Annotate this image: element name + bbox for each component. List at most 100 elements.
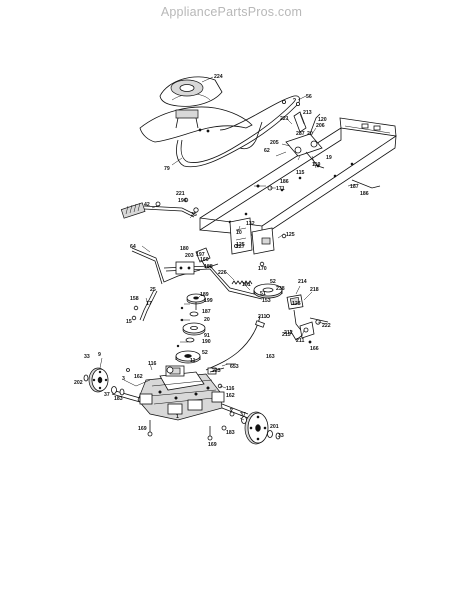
part-label-212: 212: [284, 330, 293, 336]
part-label-132: 132: [246, 221, 255, 227]
part-label-33b: 33: [278, 433, 284, 439]
part-label-653: 653: [230, 364, 239, 370]
part-label-223: 223: [212, 368, 221, 374]
part-label-37b: 37: [240, 412, 246, 418]
part-label-20b: 20: [204, 317, 210, 323]
part-label-189: 189: [200, 292, 209, 298]
part-label-224: 224: [214, 74, 223, 80]
spring: [231, 280, 253, 285]
watermark: AppliancePartsPros.com: [160, 5, 303, 19]
part-label-211: 211: [258, 314, 266, 320]
part-label-52b: 52: [202, 350, 208, 356]
part-label-227: 227: [236, 244, 245, 250]
part-label-188: 188: [204, 264, 213, 270]
part-label-158: 158: [130, 296, 139, 302]
part-label-161: 161: [242, 282, 251, 288]
part-label-17: 17: [146, 301, 152, 307]
part-label-211b: 211: [296, 338, 304, 344]
part-label-186b: 186: [360, 191, 369, 197]
part-label-199: 199: [204, 298, 213, 304]
brake-pedal-group: [254, 111, 325, 188]
part-label-116b: 116: [226, 386, 234, 392]
part-label-35: 35: [191, 212, 197, 218]
part-label-187b: 187: [202, 309, 211, 315]
part-label-33: 33: [84, 354, 90, 360]
part-label-37: 37: [104, 392, 110, 398]
part-label-19: 19: [326, 155, 332, 161]
part-label-197: 197: [196, 252, 205, 258]
part-label-183: 183: [114, 396, 123, 402]
part-label-213: 213: [303, 110, 312, 116]
part-label-42: 42: [144, 202, 150, 208]
left-wheel-hub: [83, 367, 125, 396]
part-label-51: 51: [260, 291, 266, 297]
part-label-186: 186: [280, 179, 289, 185]
part-label-1: 1: [176, 414, 179, 420]
part-label-201: 201: [270, 424, 279, 430]
part-label-125: 125: [236, 242, 245, 248]
part-label-163: 163: [266, 354, 275, 360]
part-label-202: 202: [74, 380, 83, 386]
part-label-56: 56: [306, 94, 312, 100]
part-label-62: 62: [264, 148, 270, 154]
part-label-169b: 169: [208, 442, 217, 448]
part-label-180: 180: [180, 246, 189, 252]
part-label-221b: 221: [176, 191, 185, 197]
part-label-9: 9: [98, 352, 101, 358]
part-label-3: 3: [122, 376, 125, 382]
part-label-169: 169: [138, 426, 147, 432]
left-link: [131, 289, 158, 322]
shift-rod: [131, 247, 263, 300]
part-label-125c: 125: [292, 301, 301, 307]
part-label-166: 166: [310, 346, 319, 352]
part-label-116: 116: [148, 361, 156, 367]
part-label-194: 194: [178, 198, 187, 204]
part-label-64: 64: [130, 244, 136, 250]
part-label-238: 238: [276, 286, 285, 292]
part-label-221: 221: [280, 116, 289, 122]
idler-pulley-right: [253, 283, 283, 299]
part-label-52: 52: [270, 279, 276, 285]
part-label-79: 79: [164, 166, 170, 172]
part-label-91: 91: [204, 333, 210, 339]
leader-lines: [99, 76, 359, 421]
right-wheel-hub: [241, 411, 281, 445]
part-label-125b: 125: [286, 232, 295, 238]
part-label-160: 160: [200, 257, 209, 263]
center-pulley-stack: [175, 293, 206, 364]
part-label-170: 170: [258, 266, 267, 272]
brake-bracket: [286, 294, 329, 344]
part-label-162b: 162: [226, 393, 235, 399]
transaxle: [111, 365, 249, 421]
part-label-214: 214: [298, 279, 307, 285]
part-label-119: 119: [312, 162, 320, 168]
part-label-15: 15: [126, 319, 132, 325]
part-label-205: 205: [270, 140, 279, 146]
part-label-120: 120: [318, 117, 327, 123]
part-label-183b: 183: [226, 430, 235, 436]
part-label-226: 226: [218, 270, 227, 276]
part-label-162: 162: [134, 374, 143, 380]
engine-shroud: [139, 76, 253, 143]
part-label-215: 215: [282, 332, 291, 338]
drive-belt: [176, 95, 300, 168]
part-label-287: 287: [296, 131, 305, 137]
part-label-2: 2: [230, 408, 233, 414]
part-label-222: 222: [322, 323, 331, 329]
part-label-20: 20: [307, 131, 313, 137]
part-label-218: 218: [310, 287, 319, 293]
part-label-190: 190: [202, 339, 211, 345]
part-label-206: 206: [316, 123, 325, 129]
part-labels: 224 56 221 213 287 20 206 120 205 62 119…: [74, 74, 369, 448]
part-label-171: 171: [276, 186, 285, 192]
part-label-203: 203: [185, 253, 194, 259]
part-label-11: 11: [190, 358, 196, 364]
part-label-25: 25: [150, 287, 156, 293]
pedal-rod: [120, 201, 195, 219]
part-label-10: 10: [236, 230, 242, 236]
part-label-153: 153: [262, 298, 271, 304]
part-label-115: 115: [296, 170, 304, 176]
part-label-187: 187: [350, 184, 359, 190]
cable: [205, 315, 265, 371]
